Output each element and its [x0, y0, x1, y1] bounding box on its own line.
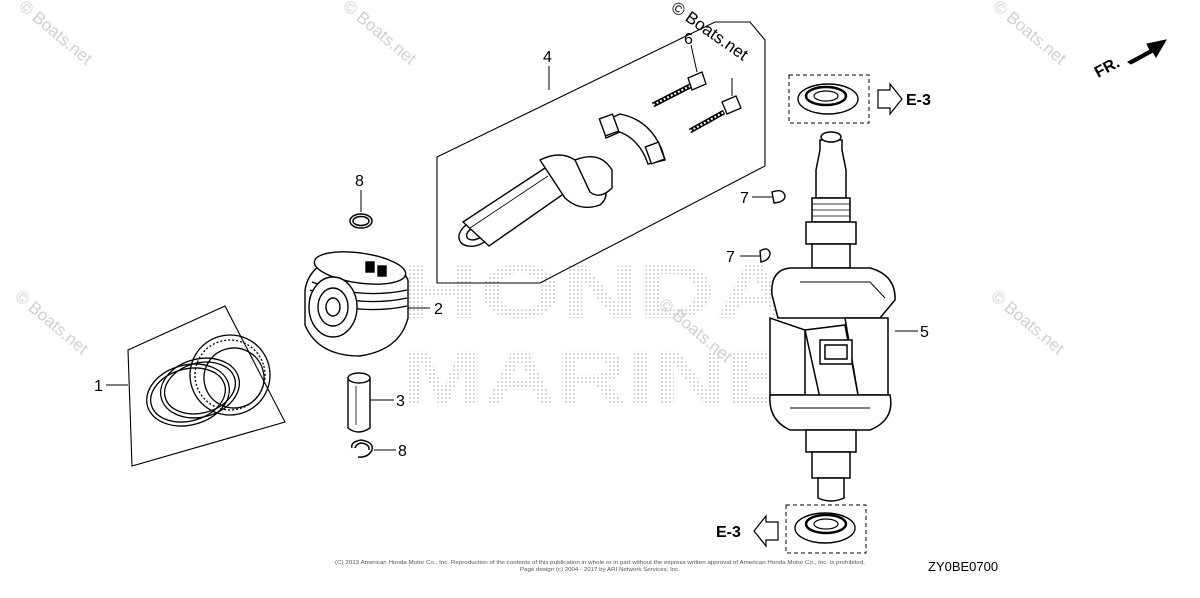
brand-watermark: HONDA MARINE [402, 250, 792, 420]
watermark-text: © Boats.net [15, 0, 96, 68]
piston-pin[interactable] [347, 372, 371, 433]
crank-key-lower[interactable] [759, 248, 771, 263]
watermark-text: © Boats.net [668, 0, 752, 65]
callout-clip-lower: 8 [398, 443, 407, 460]
callout-crankshaft: 5 [920, 324, 929, 341]
crank-key-upper[interactable] [771, 189, 786, 204]
crankshaft[interactable] [769, 131, 896, 502]
callout-ring-set: 1 [94, 378, 103, 395]
callout-rod-bolts: 6 [684, 31, 693, 48]
piston-ring-set[interactable] [127, 305, 286, 467]
watermark-text: © Boats.net [11, 287, 92, 359]
ref-arrow-bottom[interactable]: E-3 [716, 514, 779, 548]
piston[interactable] [304, 247, 409, 357]
ref-label-top: E-3 [906, 92, 931, 109]
brand-watermark-line1: HONDA [402, 250, 792, 335]
callout-piston-pin: 3 [396, 393, 405, 410]
connecting-rod-kit-box [436, 21, 766, 284]
copyright-line2: Page design (c) 2004 - 2017 by ARI Netwo… [520, 567, 680, 573]
oil-seal-upper[interactable] [788, 74, 870, 124]
callout-piston: 2 [434, 301, 443, 318]
oil-seal-lower[interactable] [785, 504, 867, 554]
brand-watermark-line2: MARINE [402, 335, 792, 420]
diagram-code: ZY0BE0700 [928, 559, 998, 574]
callout-connecting-rod: 4 [543, 49, 552, 66]
watermark-text: © Boats.net [989, 0, 1070, 68]
watermark-text: © Boats.net [987, 287, 1068, 359]
ref-label-bottom: E-3 [716, 524, 741, 541]
callout-key-lower: 7 [726, 249, 735, 266]
front-arrow-icon [1127, 39, 1168, 65]
rod-bolts[interactable] [651, 71, 742, 134]
copyright-line1: (C) 2013 American Honda Motor Co., Inc. … [335, 560, 865, 566]
front-direction-indicator: FR. [1092, 39, 1168, 82]
piston-pin-clip-upper[interactable] [349, 213, 373, 229]
watermark-text: © Boats.net [339, 0, 420, 68]
connecting-rod[interactable] [455, 113, 666, 251]
callout-key-upper: 7 [740, 190, 749, 207]
direction-label: FR. [1092, 54, 1123, 81]
piston-pin-clip-lower[interactable] [350, 439, 374, 458]
callout-clip-upper: 8 [355, 173, 364, 190]
ref-arrow-top[interactable]: E-3 [877, 82, 931, 116]
